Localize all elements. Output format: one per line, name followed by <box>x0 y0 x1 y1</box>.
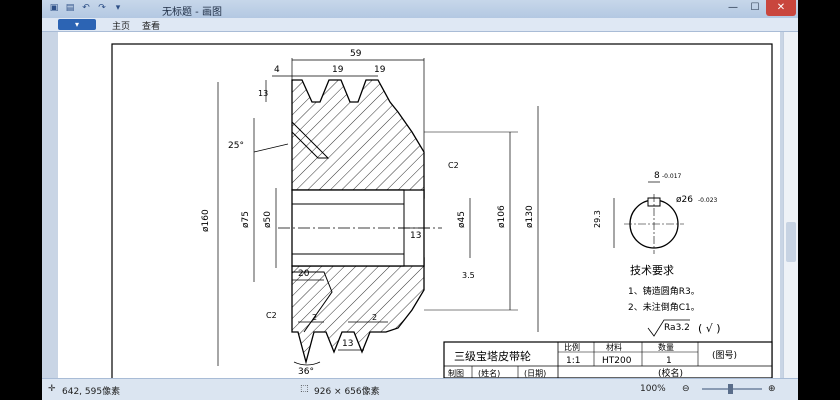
scale-value: 1:1 <box>566 356 580 366</box>
close-button[interactable]: ✕ <box>766 0 796 16</box>
scrollbar-thumb[interactable] <box>786 222 796 262</box>
dim-26: ø26 <box>676 195 693 205</box>
maximize-button[interactable]: ☐ <box>750 2 760 13</box>
drawing-frame <box>111 43 773 378</box>
zoom-slider-knob[interactable] <box>728 384 733 394</box>
dim-50: ø50 <box>263 211 273 228</box>
dim-2a: 2 <box>312 313 317 322</box>
scale-label: 比例 <box>564 342 580 352</box>
tech-item-2: 2、未注倒角C1。 <box>628 301 700 313</box>
minimize-button[interactable]: — <box>728 2 738 13</box>
title-block <box>443 341 773 378</box>
roughness-paren: ( √ ) <box>698 322 721 335</box>
cursor-position-icon: ✛ <box>48 384 56 394</box>
zoom-in-button[interactable]: ⊕ <box>768 384 776 394</box>
dim-29-3: 29.3 <box>593 210 602 228</box>
status-bar: ✛ 642, 595像素 ⬚ 926 × 656像素 100% ⊖ ⊕ <box>42 378 798 400</box>
zoom-level: 100% <box>640 384 666 394</box>
dim-angle-36: 36° <box>298 367 314 377</box>
dim-angle-25: 25° <box>228 141 244 151</box>
tab-view[interactable]: 查看 <box>142 22 161 32</box>
roughness-value: Ra3.2 <box>664 323 690 333</box>
customize-dropdown-icon[interactable]: ▾ <box>115 3 121 13</box>
drawn-by-name: (姓名) <box>478 368 500 378</box>
paint-window: ▣ ▤ ↶ ↷ ▾ 无标题 - 画图 — ☐ ✕ ▾ 主页 查看 <box>42 0 798 400</box>
dim-19b: 19 <box>374 65 386 75</box>
dim-8: 8 <box>654 171 660 181</box>
school-name: (校名) <box>658 367 683 378</box>
undo-icon[interactable]: ↶ <box>82 3 90 13</box>
dim-8-tol: -0.017 <box>662 173 682 180</box>
dim-75: ø75 <box>241 211 251 228</box>
dim-19a: 19 <box>332 65 344 75</box>
part-name: 三级宝塔皮带轮 <box>454 349 531 363</box>
dim-13-bore: 13 <box>410 231 421 241</box>
dim-45: ø45 <box>457 211 467 228</box>
dim-4: 4 <box>274 65 280 75</box>
canvas-area[interactable]: 59 4 19 19 13 25° ø160 ø75 ø50 ø45 ø106 … <box>42 32 798 378</box>
zoom-out-button[interactable]: ⊖ <box>682 384 690 394</box>
title-bar: ▣ ▤ ↶ ↷ ▾ 无标题 - 画图 — ☐ ✕ <box>42 0 798 18</box>
dim-c2-bottom: C2 <box>266 311 277 320</box>
pulley-lower-section <box>291 257 425 365</box>
redo-icon[interactable]: ↷ <box>98 3 106 13</box>
save-icon[interactable]: ▤ <box>65 3 75 13</box>
dim-3-5: 3.5 <box>462 271 475 280</box>
canvas-image[interactable]: 59 4 19 19 13 25° ø160 ø75 ø50 ø45 ø106 … <box>58 32 780 378</box>
drawing-number: (图号) <box>712 350 737 361</box>
ribbon-tabs: ▾ 主页 查看 <box>42 18 798 32</box>
dim-2b: 2 <box>372 313 377 322</box>
quick-access-toolbar: ▣ ▤ ↶ ↷ ▾ <box>48 2 124 14</box>
window-controls: — ☐ ✕ <box>722 0 796 16</box>
vertical-scrollbar[interactable] <box>783 32 798 378</box>
dim-13-bottom: 13 <box>342 339 353 349</box>
roughness-symbol <box>647 319 690 337</box>
image-size: 926 × 656像素 <box>314 387 380 397</box>
material-value: HT200 <box>602 356 632 366</box>
dim-59: 59 <box>350 49 362 59</box>
cursor-position: 642, 595像素 <box>62 387 121 397</box>
dim-160: ø160 <box>201 209 211 232</box>
dim-c2-top: C2 <box>448 161 459 170</box>
image-size-icon: ⬚ <box>300 384 309 394</box>
quantity-value: 1 <box>666 356 672 366</box>
file-menu-button[interactable]: ▾ <box>58 19 96 30</box>
paint-app-icon[interactable]: ▣ <box>49 3 59 13</box>
technical-drawing: 59 4 19 19 13 25° ø160 ø75 ø50 ø45 ø106 … <box>111 43 773 378</box>
quantity-label: 数量 <box>658 342 674 352</box>
drawn-by-label: 制图 <box>448 368 464 378</box>
dim-13: 13 <box>258 89 268 98</box>
tech-item-1: 1、铸造圆角R3。 <box>628 285 700 297</box>
dim-106: ø106 <box>497 205 507 228</box>
pulley-upper-section <box>291 79 425 199</box>
tech-requirements-title: 技术要求 <box>630 264 674 277</box>
tab-home[interactable]: 主页 <box>112 22 131 32</box>
dim-26-tol: -0.023 <box>698 197 718 204</box>
drawn-date: (日期) <box>524 369 546 378</box>
dim-130: ø130 <box>525 205 535 228</box>
dim-20: 20 <box>298 269 310 279</box>
window-title: 无标题 - 画图 <box>162 7 222 18</box>
material-label: 材料 <box>606 342 622 352</box>
